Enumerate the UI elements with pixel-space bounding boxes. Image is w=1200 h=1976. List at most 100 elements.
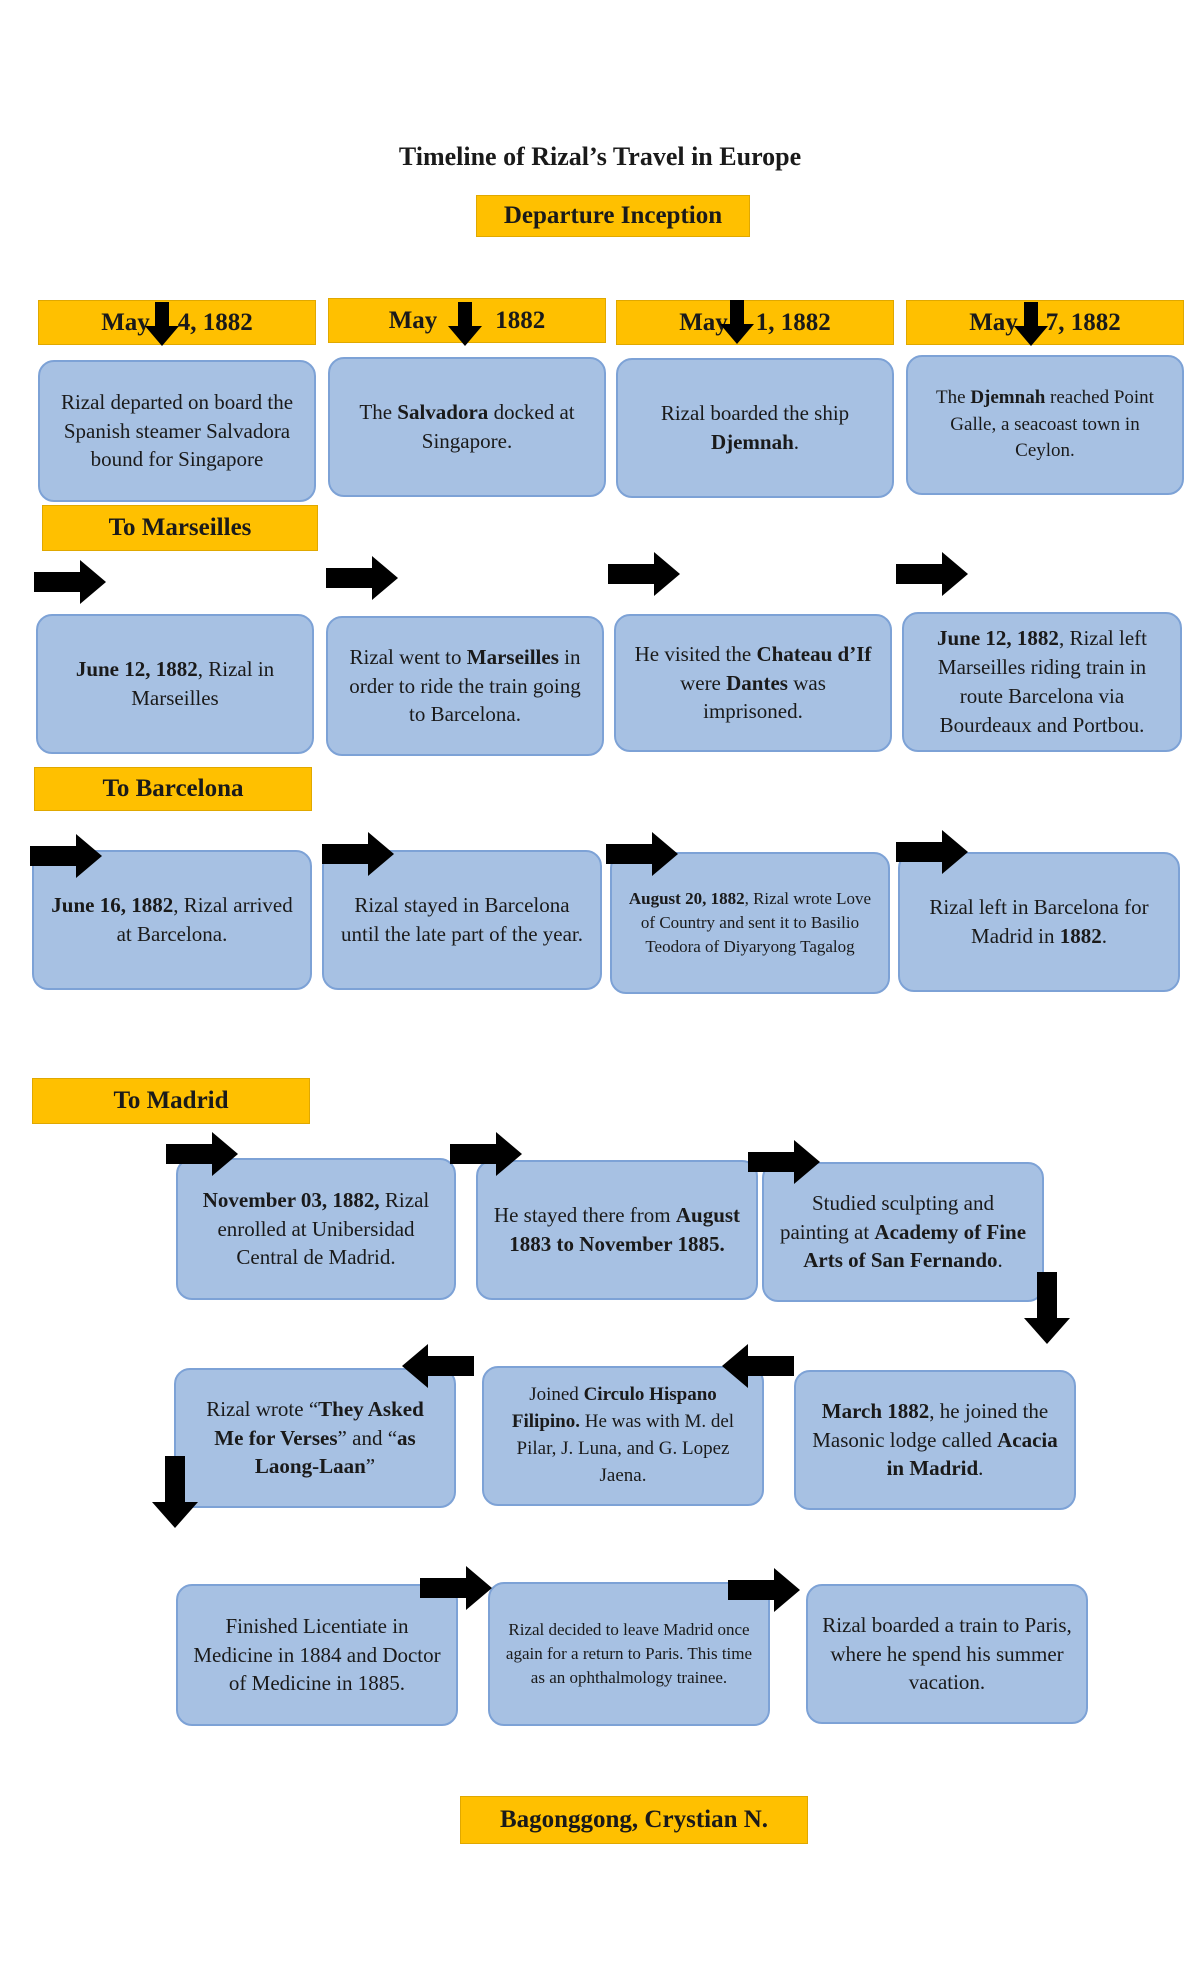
right-arrow-icon (420, 1566, 492, 1610)
event-text-run: , he joined the Masonic lodge called (812, 1398, 1049, 1452)
event-box-madrid-5: Joined Circulo Hispano Filipino. He was … (482, 1366, 764, 1506)
down-arrow-icon (1024, 1272, 1070, 1344)
down-arrow-icon (1014, 302, 1048, 346)
event-text-bold: August 20, 1882 (628, 888, 745, 908)
date-label-3-part-a: May (679, 308, 728, 336)
event-text: Rizal decided to leave Madrid once again… (504, 1618, 754, 1690)
event-box-madrid-2: He stayed there from August 1883 to Nove… (476, 1160, 758, 1300)
event-text-bold: Acacia in Madrid (886, 1427, 1058, 1481)
event-text-run: , Rizal in Marseilles (131, 657, 275, 710)
event-text-bold: Circulo Hispano Filipino. (511, 1384, 717, 1433)
date-label-1: May 4, 1882 (38, 300, 316, 345)
event-text-bold: Djemnah (970, 386, 1046, 408)
event-box-marseilles-1: June 12, 1882, Rizal in Marseilles (36, 614, 314, 754)
event-text: August 20, 1882, Rizal wrote Love of Cou… (626, 887, 874, 959)
event-box-madrid-8: Rizal decided to leave Madrid once again… (488, 1582, 770, 1726)
event-text: The Djemnah reached Point Galle, a seaco… (922, 385, 1168, 466)
event-text-run: Studied sculpting and painting at (779, 1190, 994, 1244)
event-text-run: He visited the (634, 641, 757, 666)
section-label-departure: Departure Inception (476, 195, 750, 237)
event-box-barcelona-4: Rizal left in Barcelona for Madrid in 18… (898, 852, 1180, 992)
down-arrow-icon (152, 1456, 198, 1528)
event-text-run: Rizal boarded a train to Paris, where he… (822, 1612, 1072, 1695)
event-text-bold: August 1883 to November 1885. (509, 1203, 741, 1256)
event-text-run: were (680, 670, 727, 695)
right-arrow-icon (748, 1140, 820, 1184)
date-label-3-part-b: 1, 1882 (755, 308, 831, 336)
event-text-run: . (793, 430, 800, 454)
event-text-run: . (978, 1456, 984, 1481)
right-arrow-icon (450, 1132, 522, 1176)
event-text-run: , Rizal wrote Love of Country and sent i… (640, 888, 872, 957)
event-text-run: Rizal boarded the ship (660, 401, 850, 426)
event-text: Rizal boarded a train to Paris, where he… (822, 1611, 1072, 1698)
event-text: Studied sculpting and painting at Academ… (778, 1189, 1028, 1276)
event-box-madrid-4: March 1882, he joined the Masonic lodge … (794, 1370, 1076, 1510)
event-box-madrid-9: Rizal boarded a train to Paris, where he… (806, 1584, 1088, 1724)
event-text-run: The (359, 400, 398, 425)
right-arrow-icon (34, 560, 106, 604)
event-text-run: . (1101, 924, 1107, 948)
date-label-1-part-b: 4, 1882 (177, 308, 253, 336)
page-title: Timeline of Rizal’s Travel in Europe (398, 142, 802, 171)
right-arrow-icon (322, 832, 394, 876)
event-box-departure-2: The Salvadora docked at Singapore. (328, 357, 606, 497)
event-text-run: Rizal wrote “ (206, 1396, 319, 1421)
event-text: March 1882, he joined the Masonic lodge … (810, 1397, 1060, 1484)
event-box-madrid-1: November 03, 1882, Rizal enrolled at Uni… (176, 1158, 456, 1300)
event-text: Rizal wrote “They Asked Me for Verses” a… (190, 1395, 440, 1482)
event-text: Rizal departed on board the Spanish stea… (54, 388, 300, 475)
author-label: Bagonggong, Crystian N. (460, 1796, 808, 1844)
down-arrow-icon (448, 302, 482, 346)
event-text-bold: Marseilles (466, 644, 559, 669)
date-label-4-part-a: May (969, 308, 1018, 336)
event-text-run: Rizal enrolled at Unibersidad Central de… (217, 1187, 430, 1270)
right-arrow-icon (30, 834, 102, 878)
event-text-run: Rizal departed on board the Spanish stea… (60, 389, 294, 472)
event-text-run: Rizal left in Barcelona for Madrid in (929, 895, 1149, 948)
event-text-run: docked at Singapore. (421, 400, 575, 453)
event-box-madrid-3: Studied sculpting and painting at Academ… (762, 1162, 1044, 1302)
event-text-run: He was with M. del Pilar, J. Luna, and G… (516, 1411, 735, 1486)
event-text-run: in order to ride the train going to Barc… (349, 644, 581, 727)
date-label-1-part-a: May (101, 308, 150, 336)
left-arrow-icon (402, 1344, 474, 1388)
event-box-marseilles-2: Rizal went to Marseilles in order to rid… (326, 616, 604, 756)
event-text: Rizal boarded the ship Djemnah. (632, 399, 878, 457)
event-box-departure-1: Rizal departed on board the Spanish stea… (38, 360, 316, 502)
event-text-run: Finished Licentiate in Medicine in 1884 … (193, 1613, 441, 1696)
event-text-bold: Academy of Fine Arts of San Fernando (803, 1219, 1027, 1273)
event-text-bold: June 12, 1882 (75, 657, 198, 682)
event-text-bold: 1882 (1059, 924, 1102, 948)
event-box-madrid-6: Rizal wrote “They Asked Me for Verses” a… (174, 1368, 456, 1508)
event-text-run: , Rizal left Marseilles riding train in … (937, 626, 1147, 737)
event-box-marseilles-4: June 12, 1882, Rizal left Marseilles rid… (902, 612, 1182, 752)
event-text: He stayed there from August 1883 to Nove… (492, 1201, 742, 1259)
event-text-bold: as Laong-Laan (254, 1425, 416, 1479)
event-text-run: ” and “ (337, 1425, 398, 1450)
section-label-barcelona: To Barcelona (34, 767, 312, 811)
event-text: June 16, 1882, Rizal arrived at Barcelon… (48, 891, 296, 949)
event-text-bold: They Asked Me for Verses (214, 1396, 424, 1450)
event-text: June 12, 1882, Rizal in Marseilles (52, 655, 298, 713)
event-text: Rizal stayed in Barcelona until the late… (338, 891, 586, 949)
event-text-run: Rizal stayed in Barcelona until the late… (341, 893, 583, 946)
right-arrow-icon (896, 830, 968, 874)
event-text-bold: Chateau d’If (756, 641, 872, 666)
date-label-3: May 1, 1882 (616, 300, 894, 345)
right-arrow-icon (728, 1568, 800, 1612)
left-arrow-icon (722, 1344, 794, 1388)
event-text-bold: Dantes (726, 670, 788, 695)
event-text-bold: June 16, 1882 (51, 893, 174, 918)
section-label-marseilles: To Marseilles (42, 505, 318, 551)
section-label-madrid: To Madrid (32, 1078, 310, 1124)
event-text-run: was imprisoned. (703, 670, 826, 724)
right-arrow-icon (606, 832, 678, 876)
event-text-bold: Djemnah (710, 430, 794, 454)
event-text-run: , Rizal arrived at Barcelona. (116, 893, 293, 946)
event-text: June 12, 1882, Rizal left Marseilles rid… (918, 624, 1166, 740)
event-text: Joined Circulo Hispano Filipino. He was … (498, 1382, 748, 1490)
event-text-bold: November 03, 1882, (202, 1187, 380, 1212)
event-text-bold: June 12, 1882 (937, 626, 1059, 651)
down-arrow-icon (145, 302, 179, 346)
